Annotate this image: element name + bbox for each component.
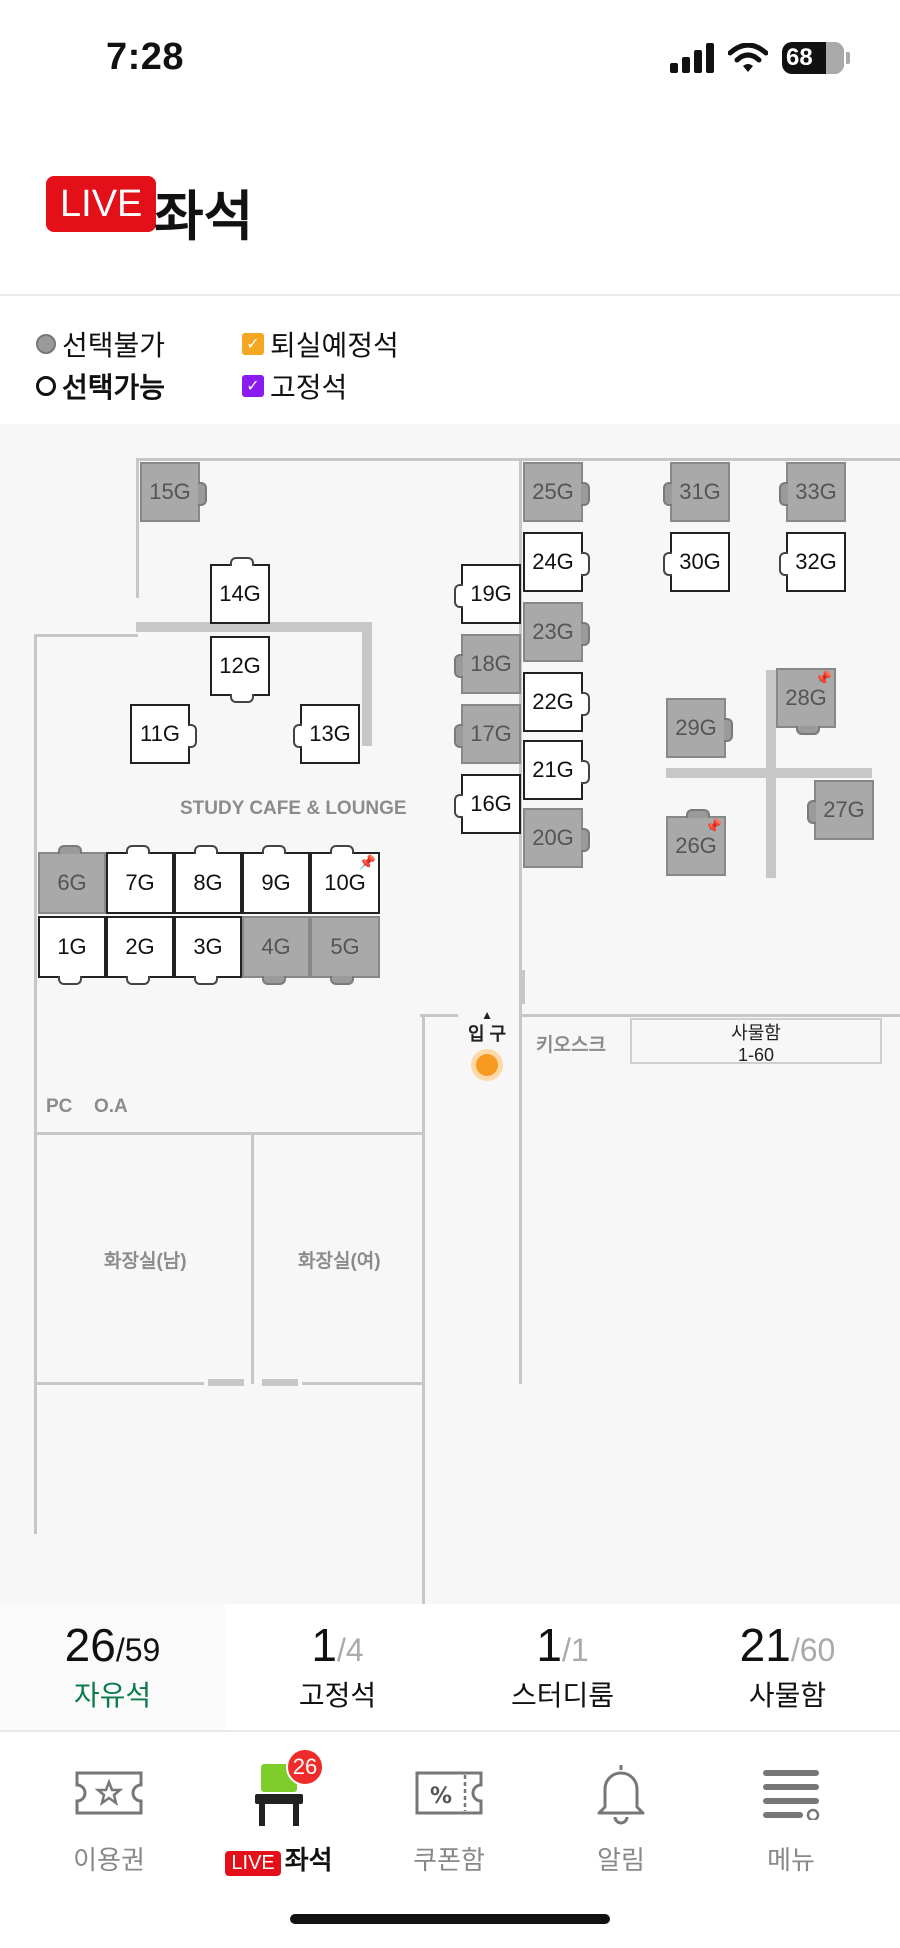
stat-free-seats[interactable]: 26/59 자유석 [0, 1604, 225, 1730]
svg-text:%: % [430, 1784, 452, 1809]
locker-area[interactable]: 사물함 1-60 [630, 1018, 882, 1065]
seat-25g: 25G [523, 462, 590, 522]
white-dot-icon [36, 376, 56, 396]
menu-icon [763, 1770, 820, 1820]
seat-8g[interactable]: 8G [174, 845, 242, 914]
legend-label: 선택불가 [62, 330, 166, 361]
page-header: LIVE 좌석 [0, 150, 900, 296]
purple-check-icon: ✓ [242, 375, 264, 397]
legend-available: 선택가능 [36, 366, 165, 406]
seat-14g[interactable]: 14G [210, 557, 270, 624]
cellular-signal-icon [670, 43, 714, 73]
legend-fixed: ✓ 고정석 [242, 366, 347, 406]
pin-icon: 📌 [704, 818, 722, 834]
pc-label: PC [46, 1096, 73, 1117]
ticket-star-icon [75, 1771, 143, 1815]
page-title: 좌석 [154, 187, 254, 247]
home-indicator[interactable] [290, 1914, 610, 1924]
seat-30g[interactable]: 30G [663, 532, 730, 592]
legend-label: 퇴실예정석 [270, 330, 399, 361]
seat-21g[interactable]: 21G [523, 740, 590, 800]
seat-5g: 5G [310, 916, 380, 985]
status-time: 7:28 [106, 36, 185, 78]
seat-13g[interactable]: 13G [293, 704, 360, 764]
seat-28g: 28G📌 [776, 668, 836, 735]
seat-6g: 6G [38, 845, 106, 914]
seat-count-badge: 26 [286, 1748, 324, 1786]
gray-dot-icon [36, 334, 56, 354]
oa-label: O.A [94, 1096, 128, 1117]
legend-label: 고정석 [270, 372, 348, 403]
current-location-marker [476, 1054, 498, 1076]
pin-icon: 📌 [814, 670, 832, 686]
battery-level: 68 [786, 44, 813, 71]
seat-22g[interactable]: 22G [523, 672, 590, 732]
legend-label: 선택가능 [62, 372, 166, 403]
tab-alarm[interactable]: 알림 [556, 1762, 686, 1877]
wifi-icon [728, 43, 768, 72]
seat-27g: 27G [807, 780, 874, 840]
seat-18g: 18G [454, 634, 521, 694]
seat-11g[interactable]: 11G [130, 704, 197, 764]
restroom-women-label: 화장실(여) [298, 1251, 381, 1272]
seat-24g[interactable]: 24G [523, 532, 590, 592]
seat-32g[interactable]: 32G [779, 532, 846, 592]
locker-label: 사물함 [731, 1023, 781, 1043]
locker-range: 1-60 [737, 1045, 775, 1065]
bell-icon [597, 1765, 645, 1825]
status-icons: 68 [670, 42, 850, 74]
seat-23g: 23G [523, 602, 590, 662]
seat-stats: 26/59 자유석 1/4 고정석 1/1 스터디룸 21/60 사물함 [0, 1604, 900, 1732]
area-label: STUDY CAFE & LOUNGE [180, 798, 407, 819]
seat-1g[interactable]: 1G [38, 916, 106, 985]
seat-19g[interactable]: 19G [454, 564, 521, 624]
seat-31g: 31G [663, 462, 730, 522]
seat-15g: 15G [140, 462, 207, 522]
stat-study-room[interactable]: 1/1 스터디룸 [450, 1604, 675, 1730]
stat-lockers[interactable]: 21/60 사물함 [675, 1604, 900, 1730]
seat-9g[interactable]: 9G [242, 845, 310, 914]
seat-29g: 29G [666, 698, 733, 758]
seat-16g[interactable]: 16G [454, 774, 521, 834]
stat-fixed-seats[interactable]: 1/4 고정석 [225, 1604, 450, 1730]
orange-check-icon: ✓ [242, 333, 264, 355]
seat-2g[interactable]: 2G [106, 916, 174, 985]
seat-map[interactable]: 사물함 1-60 STUDY CAFE & LOUNGE ▲ 입 구 키오스크 … [0, 424, 900, 1604]
coupon-icon: % [415, 1771, 483, 1815]
seat-3g[interactable]: 3G [174, 916, 242, 985]
seat-20g: 20G [523, 808, 590, 868]
seat-17g: 17G [454, 704, 521, 764]
tab-coupon[interactable]: % 쿠폰함 [384, 1762, 514, 1877]
seat-12g[interactable]: 12G [210, 636, 270, 703]
live-badge: LIVE [46, 176, 157, 232]
status-bar: 7:28 68 [0, 0, 900, 120]
seat-7g[interactable]: 7G [106, 845, 174, 914]
seat-26g: 26G📌 [666, 809, 726, 876]
entrance-label: ▲ 입 구 [468, 1008, 507, 1044]
restroom-men-label: 화장실(남) [104, 1251, 187, 1272]
legend-unavailable: 선택불가 [36, 324, 165, 364]
seat-10g[interactable]: 10G📌 [310, 845, 380, 914]
battery-icon: 68 [782, 42, 844, 74]
seat-33g: 33G [779, 462, 846, 522]
seat-4g: 4G [242, 916, 310, 985]
seat-legend: 선택불가 선택가능 ✓ 퇴실예정석 ✓ 고정석 [0, 300, 900, 424]
pin-icon: 📌 [358, 854, 376, 870]
kiosk-label: 키오스크 [536, 1035, 606, 1056]
tab-pass[interactable]: 이용권 [44, 1762, 174, 1877]
legend-leaving-soon: ✓ 퇴실예정석 [242, 324, 399, 364]
tab-menu[interactable]: 메뉴 [726, 1762, 856, 1877]
